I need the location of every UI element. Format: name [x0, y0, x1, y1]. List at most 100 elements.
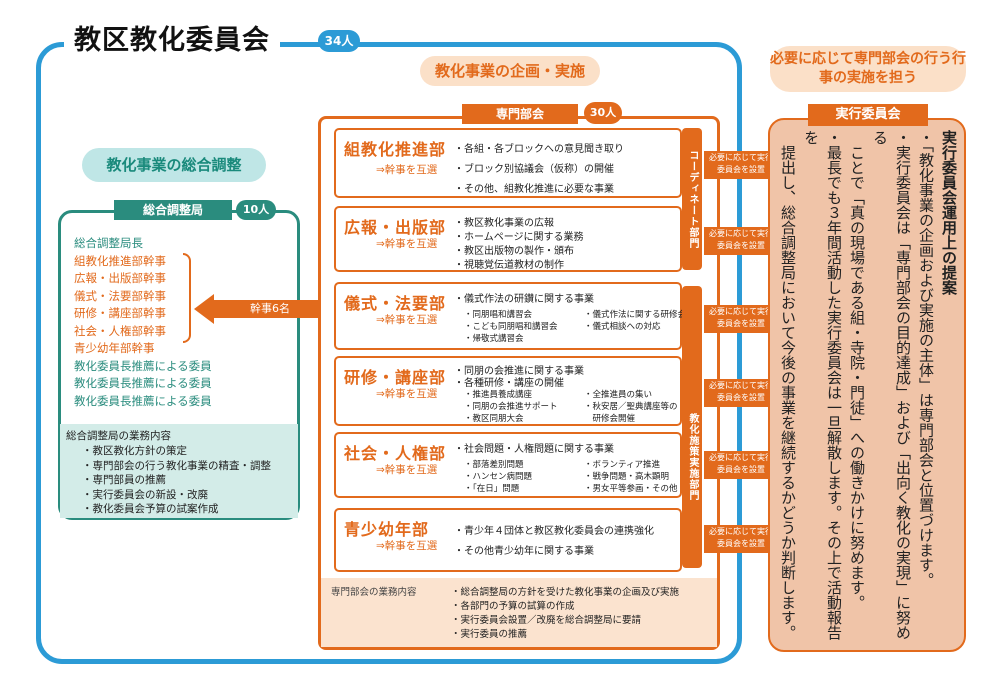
exec-arrow: 必要に応じて実行委員会を設置: [704, 376, 786, 414]
dept-sub: ⇒幹事を互選: [376, 314, 438, 326]
duty-item: ・教区教化方針の策定: [82, 445, 187, 457]
dept-item: ・視聴覚伝道教材の制作: [454, 260, 564, 271]
dept-subitem: ・部落差別問題: [464, 460, 524, 470]
exec-line: ・最長でも３年間活動した実行委員会は一旦解散します。その上で活動報告を: [802, 130, 843, 640]
plan-caption: 教化事業の企画・実施: [420, 56, 600, 86]
dept-sub: ⇒幹事を互選: [376, 388, 438, 400]
dept-subitem: 研修会開催: [584, 414, 636, 424]
dept-name: 広報・出版部: [344, 218, 447, 237]
dept-subitem: ・儀式相談への対応: [584, 322, 661, 332]
dept-unit: 広報・出版部 ⇒幹事を互選 ・教区教化事業の広報 ・ホームページに関する業務 ・…: [334, 206, 682, 272]
adjustment-bureau-head: 総合調整局: [114, 200, 232, 220]
departments-count: 30人: [584, 102, 622, 124]
member-item: 社会・人権部幹事: [74, 323, 166, 338]
dept-subitem: ・男女平等参画・その他: [584, 484, 678, 494]
exec-arrow-label: 必要に応じて実行委員会を設置: [709, 153, 773, 174]
dept-sub: ⇒幹事を互選: [376, 238, 438, 250]
dept-name: 社会・人権部: [344, 444, 447, 463]
exec-arrow: 必要に応じて実行委員会を設置: [704, 522, 786, 560]
dept-item: ・教区出版物の製作・頒布: [454, 246, 574, 257]
dept-subitem: ・戦争問題・高木顕明: [584, 472, 670, 482]
exec-committee-head: 実行委員会: [808, 104, 928, 126]
dept-subitem: ・帰敬式講習会: [464, 334, 524, 344]
exec-arrow: 必要に応じて実行委員会を設置: [704, 148, 786, 186]
exec-arrow: 必要に応じて実行委員会を設置: [704, 302, 786, 340]
adjustment-bureau-count: 10人: [236, 200, 276, 220]
dept-subitem: ・秋安居／聖典講座等の: [584, 402, 678, 412]
departments-head: 専門部会: [462, 104, 578, 124]
member-item: 青少幼年部幹事: [74, 341, 155, 355]
member-item: 組教化推進部幹事: [74, 253, 166, 268]
dept-item: ・同朋の会推進に関する事業: [454, 366, 584, 377]
exec-line: ・実行委員会は「専門部会の目的達成」および「出向く教化の実現」に努める: [871, 130, 912, 640]
duty-item: ・専門部員の推薦: [82, 474, 166, 486]
member-item: 広報・出版部幹事: [74, 271, 166, 285]
exec-arrow-label: 必要に応じて実行委員会を設置: [709, 453, 773, 474]
dept-unit: 社会・人権部 ⇒幹事を互選 ・社会問題・人権問題に関する事業 ・部落差別問題 ・…: [334, 432, 682, 498]
exec-arrow: 必要に応じて実行委員会を設置: [704, 448, 786, 486]
dept-subitem: ・同朋唱和講習会: [464, 310, 533, 320]
secretary-arrow-label: 幹事6名: [250, 302, 290, 315]
dept-name: 研修・講座部: [344, 368, 447, 387]
dept-subitem: ・ハンセン病問題: [464, 472, 533, 482]
dept-subitem: ・こども同朋唱和講習会: [464, 322, 558, 332]
dept-duty: ・各部門の予算の試算の作成: [451, 601, 575, 612]
exec-line: 実行委員会運用上の提案: [940, 130, 958, 295]
dept-item: ・儀式作法の研鑽に関する事業: [454, 294, 594, 305]
member-item: 総合調整局長: [74, 236, 143, 250]
dept-item: ・その他、組教化推進に必要な事業: [454, 184, 614, 195]
duty-item: ・実行委員会の新設・改廃: [82, 488, 208, 501]
dept-sub: ⇒幹事を互選: [376, 164, 438, 176]
exec-arrow-label: 必要に応じて実行委員会を設置: [709, 527, 773, 548]
dept-subitem: ・全推進員の集い: [584, 390, 653, 400]
exec-arrow-label: 必要に応じて実行委員会を設置: [709, 381, 773, 402]
dept-subitem: ・同朋の会推進サポート: [464, 402, 558, 412]
dept-name: 儀式・法要部: [344, 294, 447, 313]
dept-unit: 組教化推進部 ⇒幹事を互選 ・各組・各ブロックへの意見聞き取り ・ブロック別協議…: [334, 128, 682, 198]
dept-item: ・各組・各ブロックへの意見聞き取り: [454, 144, 624, 155]
dept-sub: ⇒幹事を互選: [376, 540, 438, 552]
duty-item: ・教化委員会予算の試案作成: [82, 503, 219, 515]
title-count-badge: 34人: [318, 30, 360, 52]
dept-subitem: ・推進員養成講座: [464, 390, 533, 400]
dept-subitem: ・儀式作法に関する研修会: [584, 310, 687, 320]
coordinate-section-bar: コーディネート部門: [682, 128, 702, 270]
adjustment-duties: 総合調整局の業務内容 ・教区教化方針の策定 ・専門部会の行う教化事業の精査・調整…: [60, 424, 298, 518]
coord-caption: 教化事業の総合調整: [82, 148, 266, 182]
departments-duties: 専門部会の業務内容 ・総合調整局の方針を受けた教化事業の企画及び実施 ・各部門の…: [321, 578, 717, 647]
secretary-arrow: [194, 294, 322, 324]
dept-item: ・青少年４団体と教区教化委員会の連携強化: [454, 526, 654, 537]
secretary-brace: [183, 253, 191, 343]
exec-line: 提出し、総合調整局において今後の事業を継続するかどうか判断します。: [779, 130, 797, 640]
departments-duties-title: 専門部会の業務内容: [331, 587, 417, 598]
dept-name: 青少幼年部: [344, 520, 430, 539]
duty-item: ・専門部会の行う教化事業の精査・調整: [82, 459, 271, 472]
dept-unit: 儀式・法要部 ⇒幹事を互選 ・儀式作法の研鑽に関する事業 ・同朋唱和講習会 ・こ…: [334, 282, 686, 350]
dept-subitem: ・「在日」問題: [464, 484, 520, 494]
dept-item: ・ホームページに関する業務: [454, 232, 584, 243]
dept-item: ・その他青少幼年に関する事業: [454, 546, 594, 557]
adjustment-duties-title: 総合調整局の業務内容: [66, 430, 171, 442]
dept-item: ・教区教化事業の広報: [454, 218, 554, 229]
member-item: 教化委員長推薦による委員: [74, 376, 212, 390]
dept-name: 組教化推進部: [344, 140, 447, 159]
dept-unit: 青少幼年部 ⇒幹事を互選 ・青少年４団体と教区教化委員会の連携強化 ・その他青少…: [334, 508, 682, 572]
dept-subitem: ・ボランティア推進: [584, 460, 660, 470]
member-item: 教化委員長推薦による委員: [74, 358, 212, 373]
exec-line: ことで「真の現場である組・寺院・門徒」への働きかけに努めます。: [848, 130, 866, 610]
policy-section-bar: 教化施策実施部門: [682, 286, 702, 568]
dept-item: ・ブロック別協議会（仮称）の開催: [454, 164, 614, 175]
committee-frame: [36, 42, 742, 664]
adjustment-members: 総合調整局長 組教化推進部幹事 広報・出版部幹事 儀式・法要部幹事 研修・講座部…: [74, 235, 294, 410]
dept-item: ・各種研修・講座の開催: [454, 378, 564, 389]
exec-line: ・「教化事業の企画および実施の主体」は専門部会と位置づけます。: [917, 130, 935, 588]
dept-duty: ・総合調整局の方針を受けた教化事業の企画及び実施: [451, 587, 680, 598]
exec-arrow-label: 必要に応じて実行委員会を設置: [709, 307, 773, 328]
dept-unit: 研修・講座部 ⇒幹事を互選 ・同朋の会推進に関する事業 ・各種研修・講座の開催 …: [334, 356, 682, 426]
right-caption: 必要に応じて専門部会の行う行事の実施を担う: [770, 46, 966, 92]
exec-committee-panel: [768, 118, 966, 652]
dept-item: ・社会問題・人権問題に関する事業: [454, 444, 614, 455]
member-item: 教化委員長推薦による委員: [74, 393, 212, 408]
dept-subitem: ・教区同朋大会: [464, 414, 524, 424]
exec-arrow-label: 必要に応じて実行委員会を設置: [709, 229, 773, 250]
